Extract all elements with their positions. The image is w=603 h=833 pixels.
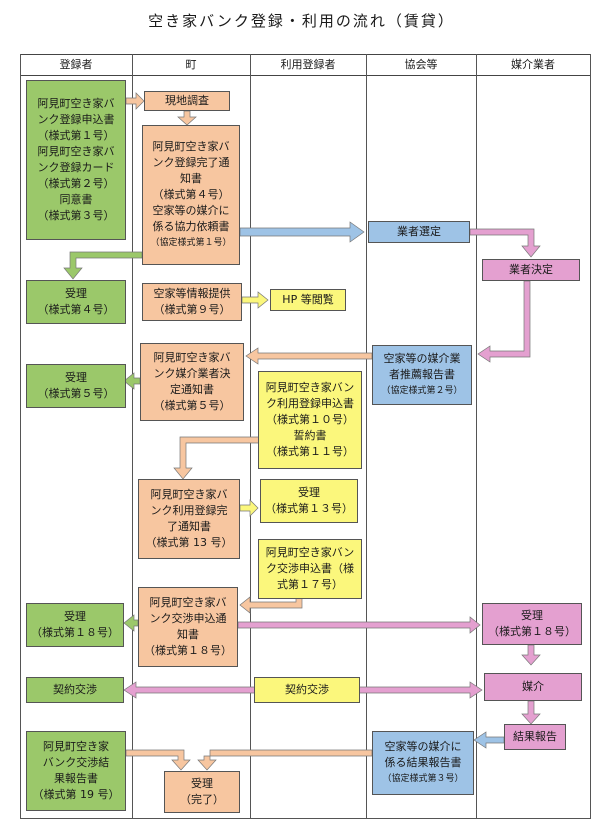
box-sub-text: （協定様式第３号） xyxy=(382,774,464,784)
column-header-user: 利用登録者 xyxy=(250,54,366,76)
column-divider xyxy=(366,54,367,819)
arrow xyxy=(125,92,145,110)
column-divider xyxy=(590,54,591,819)
arrow xyxy=(245,347,373,365)
box-sub-text: （協定様式第１号） xyxy=(150,238,232,248)
column-header-association: 協会等 xyxy=(366,54,476,76)
box-main-text: 空家等の媒介に 係る結果報告書 xyxy=(384,740,462,769)
column-header-broker: 媒介業者 xyxy=(476,54,590,76)
arrow xyxy=(521,700,541,725)
arrow xyxy=(521,644,541,666)
receipt-form13-box: 受理 （様式第１３号） xyxy=(260,479,358,523)
column-divider xyxy=(250,54,251,819)
arrow xyxy=(63,251,143,280)
column-divider xyxy=(132,54,133,819)
arrow xyxy=(469,228,541,258)
box-sub-text: （協定様式第２号） xyxy=(381,386,463,396)
arrow xyxy=(123,372,141,390)
registration-complete-notice-box: 阿見町空き家バ ンク登録完了通 知書 （様式第４号） 空家等の媒介に 係る協力依… xyxy=(142,125,240,265)
arrow xyxy=(125,749,191,771)
receipt-form18-registrant-box: 受理 （様式第１８号） xyxy=(26,603,124,647)
arrow xyxy=(241,291,269,309)
user-registration-complete-notice-box: 阿見町空き家バ ンク利用登録完 了通知書 （様式第 13 号） xyxy=(138,479,240,559)
broker-decision-box: 業者決定 xyxy=(482,259,580,281)
receipt-complete-box: 受理 （完了） xyxy=(164,771,240,813)
broker-recommendation-report-box: 空家等の媒介業 者推薦報告書 （協定様式第２号） xyxy=(372,345,472,405)
negotiation-application-box: 阿見町空き家バン ク交渉申込書（様 式第１７号） xyxy=(258,539,362,599)
arrow xyxy=(197,749,373,771)
receipt-form5-box: 受理 （様式第５号） xyxy=(26,364,126,408)
arrow xyxy=(123,614,139,632)
arrow xyxy=(177,110,197,126)
arrow xyxy=(173,436,263,480)
result-report-box: 結果報告 xyxy=(504,724,566,750)
column-divider xyxy=(20,54,21,819)
arrow xyxy=(237,616,481,634)
arrow xyxy=(473,731,505,749)
brokerage-box: 媒介 xyxy=(484,673,582,701)
contract-negotiation-user-box: 契約交渉 xyxy=(254,677,360,703)
negotiation-result-report-box: 阿見町空き家 バンク交渉結 果報告書 （様式第 19 号） xyxy=(26,731,126,811)
vacant-house-info-box: 空家等情報提供 （様式第９号） xyxy=(142,283,242,321)
bottom-border xyxy=(20,818,590,819)
arrow xyxy=(239,499,259,517)
brokerage-result-report-box: 空家等の媒介に 係る結果報告書 （協定様式第３号） xyxy=(372,731,474,795)
broker-decision-notice-box: 阿見町空き家バ ンク媒介業者決 定通知書 （様式第５号） xyxy=(140,343,244,421)
contract-negotiation-registrant-box: 契約交渉 xyxy=(26,677,124,703)
receipt-form4-box: 受理 （様式第４号） xyxy=(26,280,126,324)
page-title: 空き家バンク登録・利用の流れ（賃貸） xyxy=(148,12,455,30)
user-registration-application-box: 阿見町空き家バン ク利用登録申込書 （様式第１０号） 誓約書 （様式第１１号） xyxy=(258,371,362,469)
column-header-registrant: 登録者 xyxy=(20,54,132,76)
arrow xyxy=(239,596,303,614)
site-survey-box: 現地調査 xyxy=(144,91,230,111)
box-main-text: 空家等の媒介業 者推薦報告書 xyxy=(383,352,461,381)
negotiation-application-notice-box: 阿見町空き家バ ンク交渉申込通 知書 （様式第１８号） xyxy=(138,587,238,667)
column-divider xyxy=(476,54,477,819)
broker-selection-box: 業者選定 xyxy=(368,221,470,243)
column-header-town: 町 xyxy=(132,54,250,76)
registration-application-box: 阿見町空き家バ ンク登録申込書 （様式第１号） 阿見町空き家バ ンク登録カード … xyxy=(26,80,126,240)
arrow xyxy=(239,221,365,243)
box-main-text: 阿見町空き家バ ンク登録完了通 知書 （様式第４号） 空家等の媒介に 係る協力依… xyxy=(152,140,230,233)
hp-browsing-box: HP 等閲覧 xyxy=(270,289,346,311)
arrow xyxy=(477,280,531,363)
receipt-form18-broker-box: 受理 （様式第１８号） xyxy=(482,603,582,645)
